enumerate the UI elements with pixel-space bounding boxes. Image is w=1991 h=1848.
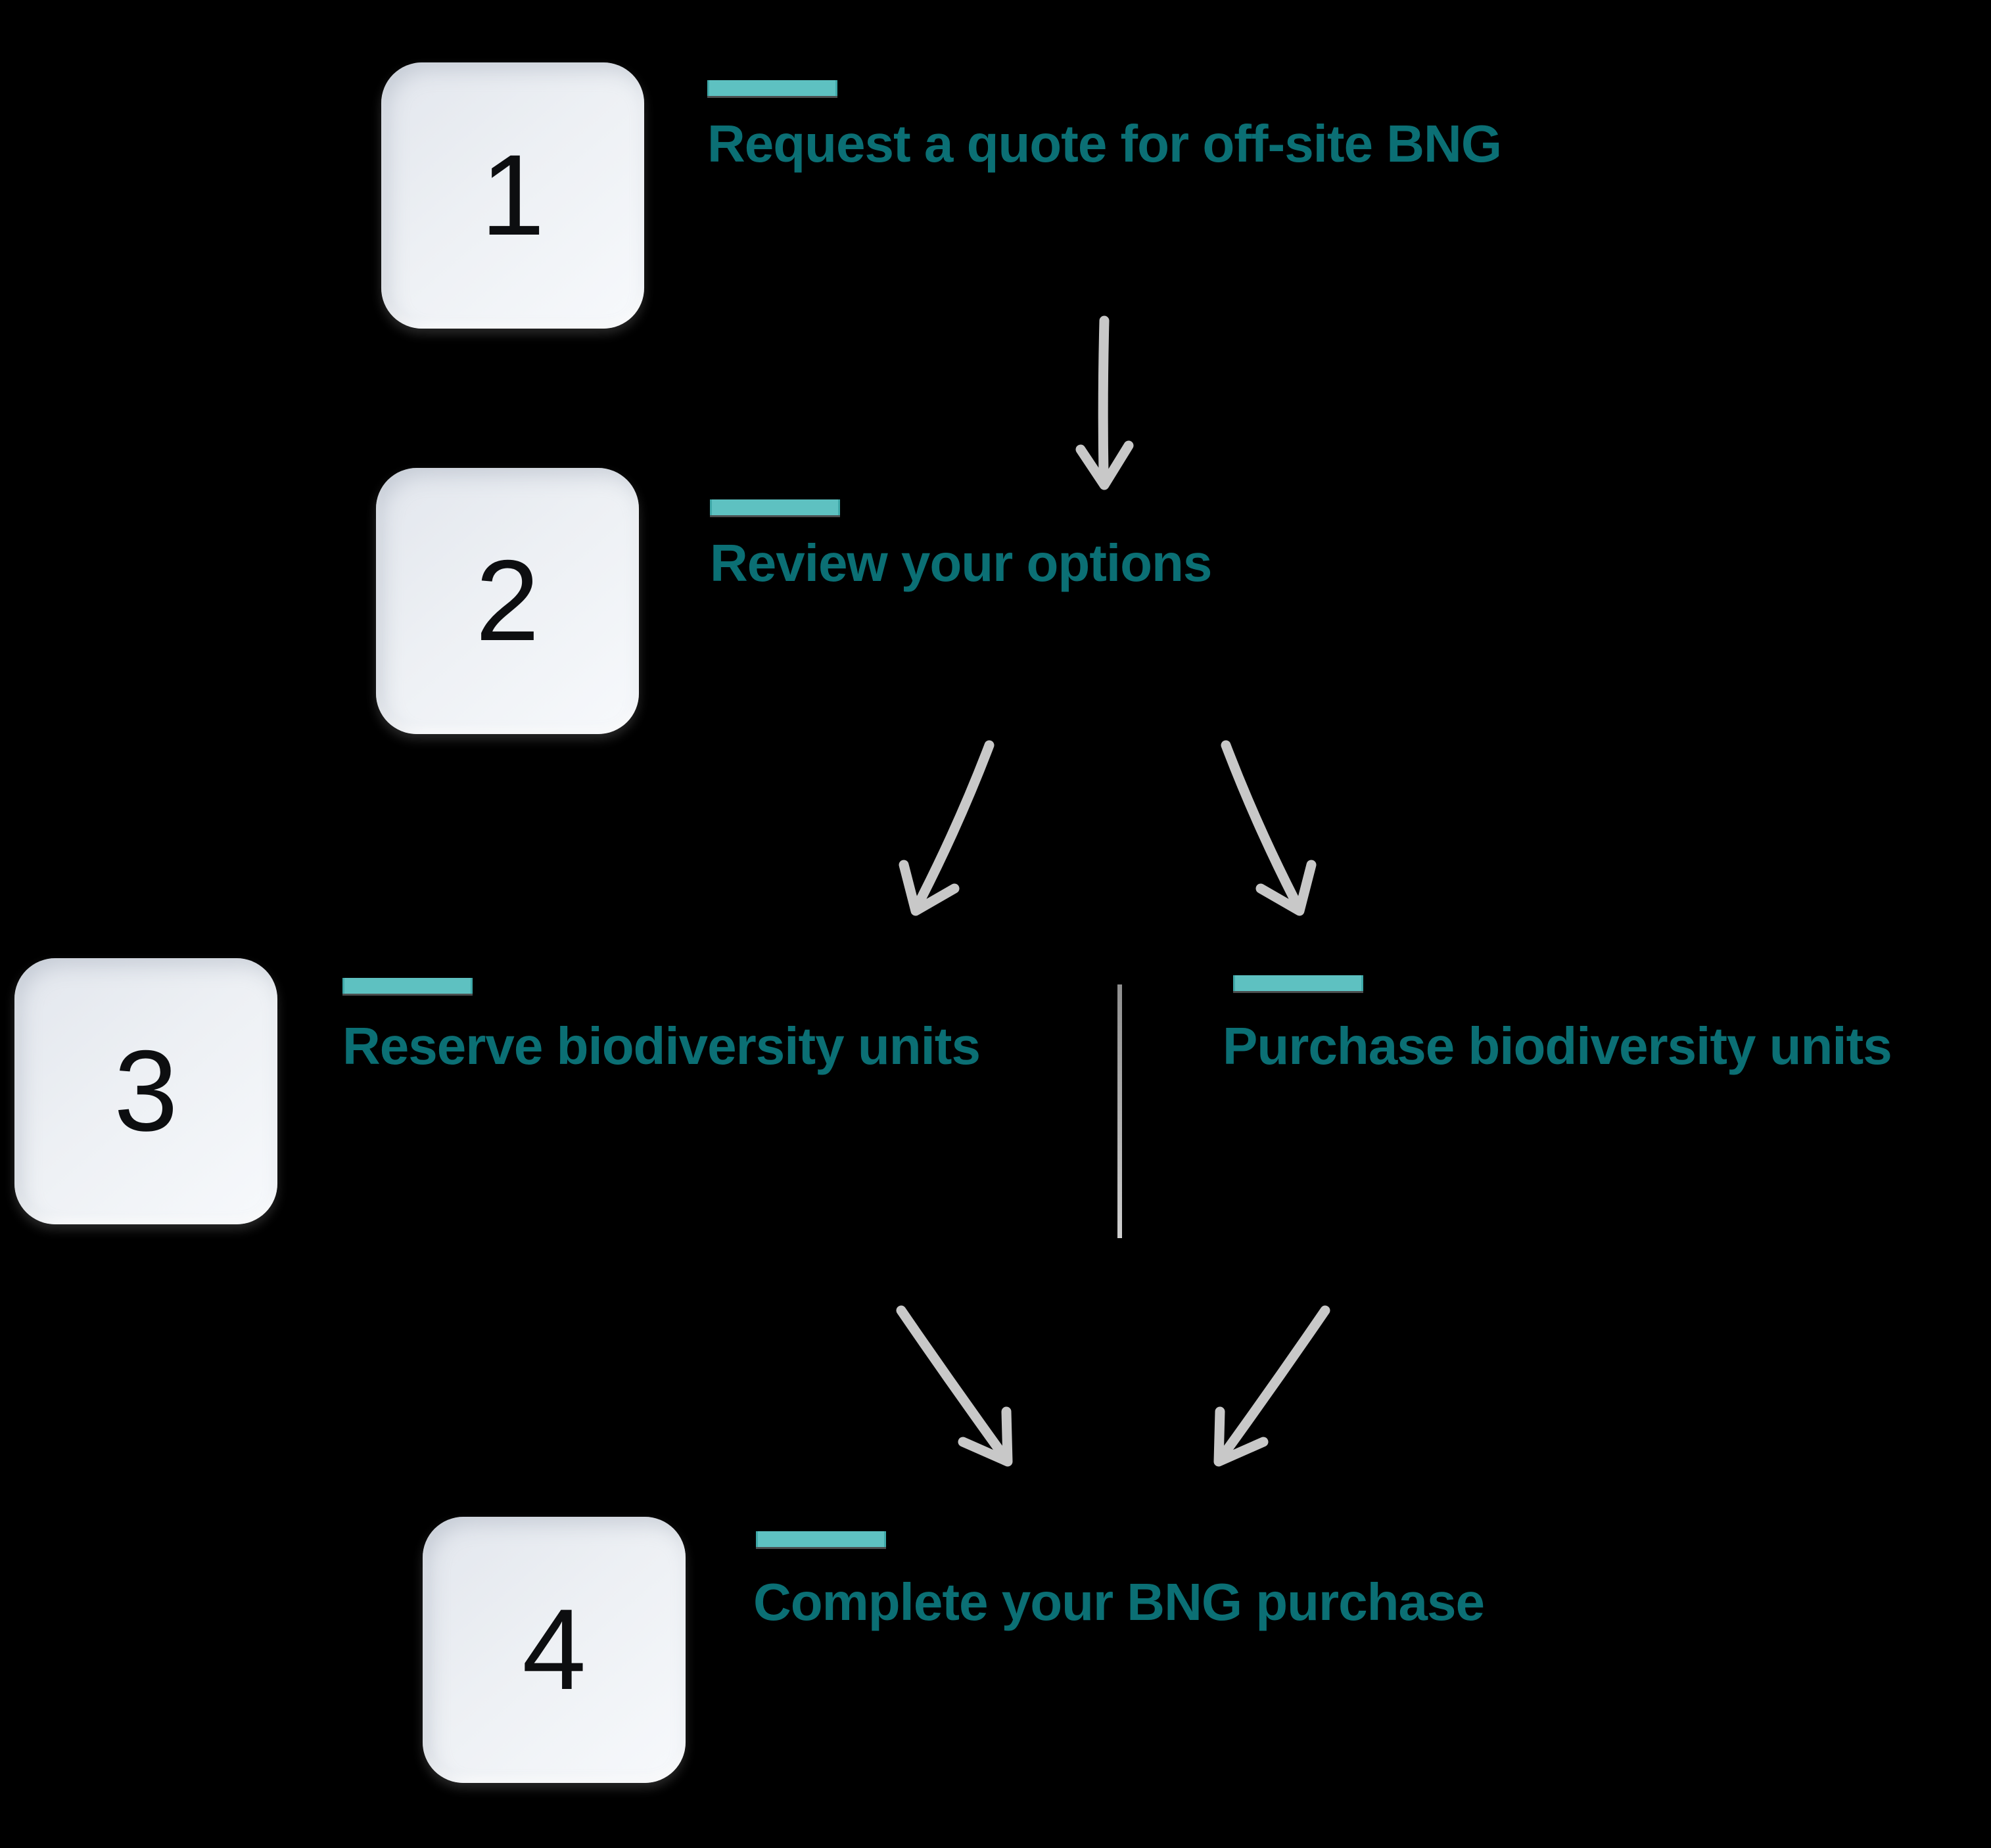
arrow-down-left-icon bbox=[899, 740, 995, 916]
arrow-down-icon bbox=[1075, 315, 1134, 490]
step-2-accent-bar bbox=[710, 499, 840, 515]
purchase-branch-title: Purchase biodiversity units bbox=[1223, 1017, 1892, 1075]
reserve-branch-title: Reserve biodiversity units bbox=[342, 1017, 981, 1075]
step-1-number-box: 1 bbox=[381, 62, 644, 329]
purchase-branch-accent-bar bbox=[1233, 975, 1363, 991]
step-3-number-box: 3 bbox=[14, 958, 277, 1224]
step-4-number: 4 bbox=[522, 1586, 586, 1714]
step-3-number: 3 bbox=[114, 1027, 178, 1155]
step-4-number-box: 4 bbox=[423, 1517, 686, 1783]
step-2-number: 2 bbox=[475, 537, 540, 665]
arrow-converge-left-icon bbox=[1213, 1305, 1330, 1467]
step-4-accent-bar bbox=[756, 1531, 886, 1547]
arrow-converge-right-icon bbox=[896, 1305, 1013, 1467]
step-1-title: Request a quote for off-site BNG bbox=[707, 114, 1502, 173]
arrow-down-right-icon bbox=[1221, 740, 1317, 916]
step-1-accent-bar bbox=[707, 80, 837, 96]
step-2-number-box: 2 bbox=[376, 468, 639, 734]
step-4-title: Complete your BNG purchase bbox=[753, 1573, 1485, 1631]
branch-divider-line bbox=[1117, 984, 1122, 1238]
reserve-branch-accent-bar bbox=[342, 978, 473, 994]
step-1-number: 1 bbox=[480, 131, 545, 260]
step-2-title: Review your options bbox=[710, 534, 1212, 592]
